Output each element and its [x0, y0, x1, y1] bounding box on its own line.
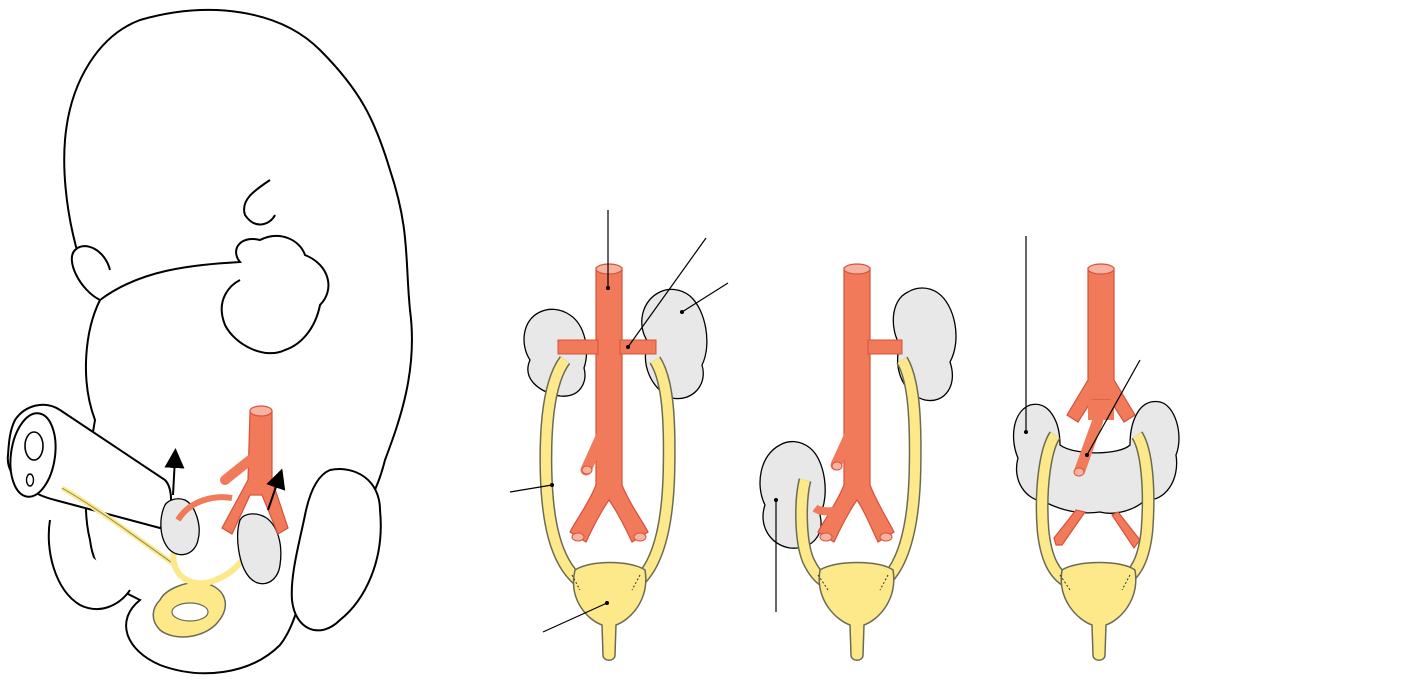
umbilical-vessel-large [24, 431, 44, 461]
horseshoe-kidney [1012, 400, 1180, 514]
renal-artery-pelvic-right [867, 339, 903, 355]
mesenteric-branch-horseshoe [1074, 414, 1104, 476]
embryo-iliac-branch [175, 494, 233, 522]
ascent-arrow-left [164, 448, 185, 496]
embryo-panel [6, 9, 413, 675]
kidney-pelvic [759, 440, 826, 549]
embryo-aorta [221, 411, 289, 535]
upper-limb-bud [99, 235, 330, 355]
aorta-horseshoe [1066, 267, 1136, 423]
aorta-normal [569, 267, 649, 543]
eye-curve [243, 179, 276, 226]
bladder-pelvic [818, 561, 895, 661]
mesenteric-branch-pelvic [830, 424, 858, 471]
leader-bladder [542, 602, 608, 633]
tail-bud [47, 519, 131, 610]
horseshoe-kidney-panel [1012, 236, 1180, 661]
mesenteric-branch [580, 424, 610, 476]
renal-artery-left [557, 339, 599, 355]
normal-kidney-panel [509, 210, 729, 661]
kidney-left [523, 308, 588, 397]
umbilical-vessel-small [25, 473, 35, 487]
bladder-normal [572, 561, 647, 661]
embryo-kidney-left [160, 498, 200, 556]
kidney-normal-position [892, 287, 957, 402]
pelvic-kidney-panel [759, 263, 957, 661]
embryo-kidney-right [237, 513, 282, 585]
ascent-arrow-right [266, 468, 286, 511]
leader-kidney [681, 282, 729, 313]
renal-artery-right [619, 339, 657, 355]
pelvic-renal-artery [812, 504, 841, 516]
bladder-horseshoe [1060, 561, 1137, 661]
embryo-renal-branch-left [220, 455, 255, 485]
leader-ureter [509, 484, 553, 493]
leader-mesenteric-artery [1086, 359, 1141, 456]
lower-limb-bud [290, 468, 382, 632]
leader-renal-artery [627, 237, 707, 348]
aorta-horseshoe-lower [1053, 509, 1141, 550]
back-bump [70, 245, 111, 301]
aorta-pelvic [817, 267, 895, 543]
